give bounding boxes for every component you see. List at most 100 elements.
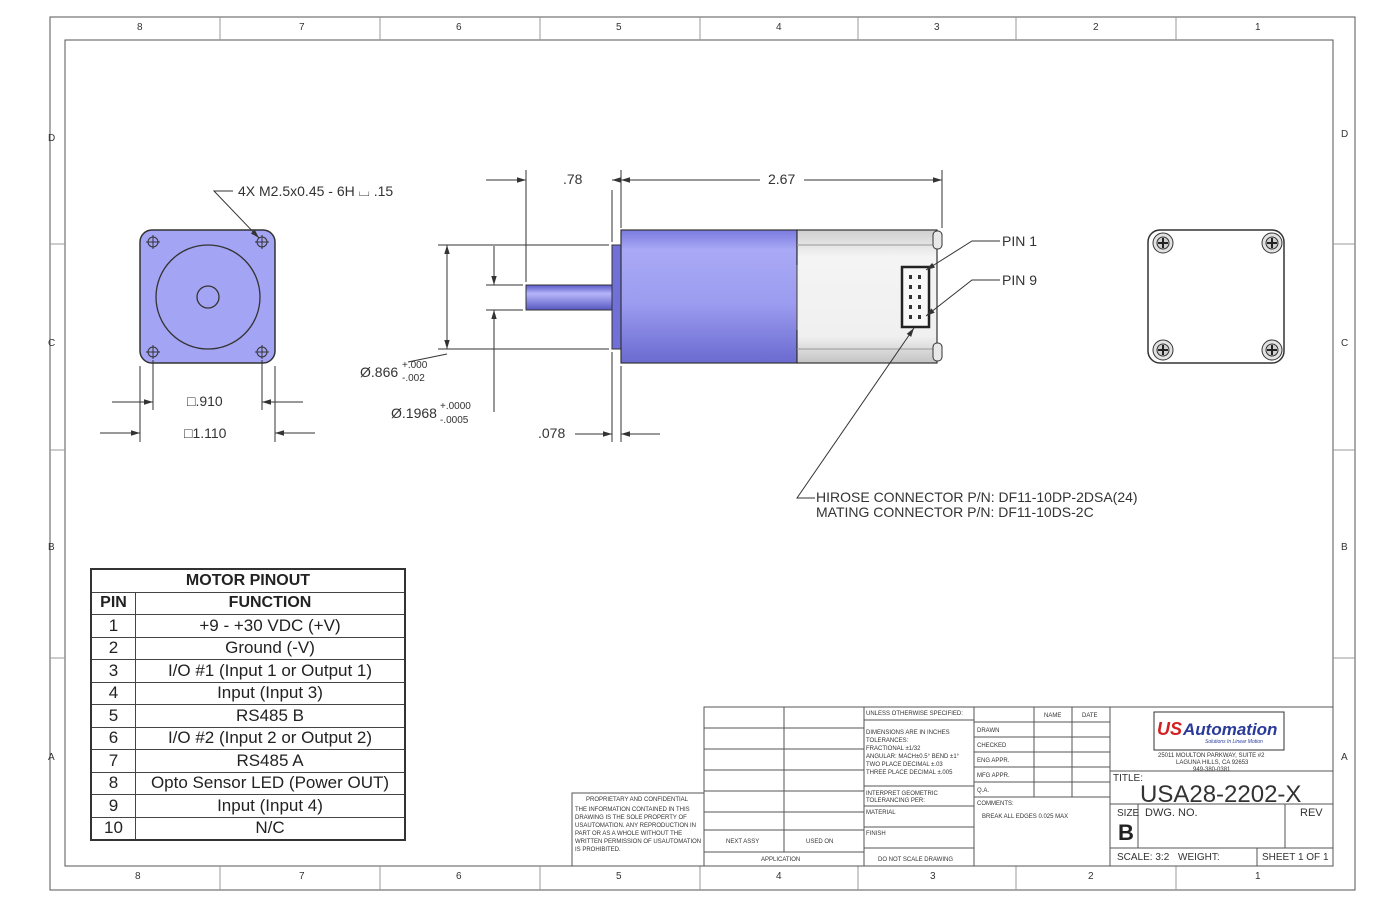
pin-function: Input (Input 3) [135, 681, 406, 705]
dim-outer-square: □1.110 [184, 425, 227, 441]
dim-inner-square: □.910 [187, 393, 223, 409]
pin-column-header: PIN [90, 591, 136, 615]
pin-number: 10 [90, 816, 136, 841]
screw-icon [1152, 232, 1174, 254]
pin-function: RS485 B [135, 704, 406, 728]
col-label: 1 [1255, 871, 1261, 882]
tolerancing-label: TOLERANCING PER: [866, 798, 925, 804]
dwg-no-label: DWG. NO. [1145, 807, 1198, 819]
pin-number: 2 [90, 636, 136, 660]
screw-icon [1152, 339, 1174, 361]
pin-function: RS485 A [135, 749, 406, 773]
name-column: NAME [1044, 713, 1061, 719]
dim-shaft-tol-minus: -.0005 [440, 415, 469, 426]
proprietary-line: WRITTEN PERMISSION OF USAUTOMATION [575, 839, 701, 845]
weight-label: WEIGHT: [1178, 852, 1220, 863]
row-label: A [48, 752, 55, 763]
sign-row: DRAWN [977, 728, 999, 734]
address-line: LAGUNA HILLS, CA 92653 [1176, 760, 1249, 766]
date-column: DATE [1082, 713, 1098, 719]
col-label: 1 [1255, 22, 1261, 33]
col-label: 4 [776, 22, 782, 33]
pin-function: +9 - +30 VDC (+V) [135, 614, 406, 638]
sign-row: CHECKED [977, 743, 1007, 749]
proprietary-heading: PROPRIETARY AND CONFIDENTIAL [586, 797, 689, 803]
row-label: C [1341, 338, 1348, 349]
proprietary-line: DRAWING IS THE SOLE PROPERTY OF [575, 815, 687, 821]
col-label: 7 [299, 22, 305, 33]
logo-automation: Automation [1182, 720, 1277, 739]
dim-pilot-diameter: Ø.866 [360, 364, 398, 380]
side-view: PIN 1 PIN 9 HIROSE CONNECTOR P/N: DF11-1… [360, 170, 1138, 520]
drawing-title: USA28-2202-X [1140, 781, 1301, 808]
dim-pilot-tol-plus: +.000 [402, 360, 428, 371]
row-label: D [1341, 129, 1348, 140]
proprietary-line: THE INFORMATION CONTAINED IN THIS [575, 807, 690, 813]
interpret-label: INTERPRET GEOMETRIC [866, 791, 939, 797]
proprietary-line: IS PROHIBITED. [575, 847, 621, 853]
col-label: 7 [299, 871, 305, 882]
dim-body-length: 2.67 [768, 171, 795, 187]
unless-specified: UNLESS OTHERWISE SPECIFIED: [866, 711, 963, 717]
pin-number: 5 [90, 704, 136, 728]
row-label: D [48, 133, 55, 144]
col-label: 6 [456, 871, 462, 882]
company-logo: US Automation Solutions In Linear Motion [1153, 711, 1285, 751]
row-label: C [48, 338, 55, 349]
screw-icon [1261, 232, 1283, 254]
mating-connector-label: MATING CONNECTOR P/N: DF11-10DS-2C [816, 504, 1094, 520]
col-label: 3 [934, 22, 940, 33]
sign-row: MFG APPR. [977, 773, 1010, 779]
frame-labels: 8 7 6 5 4 3 2 1 8 7 6 5 4 3 2 1 D C B A … [48, 22, 1348, 882]
col-label: 6 [456, 22, 462, 33]
tol-line: THREE PLACE DECIMAL ±.005 [866, 770, 953, 776]
sheet-label: SHEET 1 OF 1 [1262, 852, 1329, 863]
pin-number: 9 [90, 794, 136, 818]
pin-function: N/C [135, 816, 406, 841]
dim-shaft-diameter: Ø.1968 [391, 405, 437, 421]
pin-number: 4 [90, 681, 136, 705]
title-block-text: PROPRIETARY AND CONFIDENTIAL THE INFORMA… [575, 711, 1329, 863]
comments-label: COMMENTS: [977, 801, 1014, 807]
row-label: A [1341, 752, 1348, 763]
pin-number: 7 [90, 749, 136, 773]
pin-number: 6 [90, 726, 136, 750]
sign-row: ENG APPR. [977, 758, 1010, 764]
dim-pilot-tol-minus: -.002 [402, 373, 425, 384]
tol-line: FRACTIONAL ±1/32 [866, 746, 921, 752]
tol-line: TOLERANCES: [866, 738, 909, 744]
next-assy-label: NEXT ASSY [726, 839, 759, 845]
tol-line: ANGULAR: MACH±0.5° BEND ±1° [866, 754, 960, 760]
row-label: B [48, 542, 55, 553]
front-view: 4X M2.5x0.45 - 6H ⌴ .15 □.910 □1.110 [100, 183, 393, 442]
sign-row: Q.A. [977, 788, 989, 794]
pin-function: Ground (-V) [135, 636, 406, 660]
function-column-header: FUNCTION [135, 591, 406, 615]
col-label: 8 [135, 871, 141, 882]
hole-callout: 4X M2.5x0.45 - 6H ⌴ .15 [238, 183, 393, 199]
do-not-scale-label: DO NOT SCALE DRAWING [878, 857, 953, 863]
logo-tagline: Solutions In Linear Motion [1205, 739, 1263, 745]
pin-function: Opto Sensor LED (Power OUT) [135, 771, 406, 795]
proprietary-line: USAUTOMATION. ANY REPRODUCTION IN [575, 823, 696, 829]
address-line: 949-380-0381 [1193, 767, 1231, 773]
pin-function: I/O #2 (Input 2 or Output 2) [135, 726, 406, 750]
rev-label: REV [1300, 807, 1323, 819]
application-label: APPLICATION [761, 857, 800, 863]
scale-label: SCALE: 3:2 [1117, 852, 1170, 863]
proprietary-line: PART OR AS A WHOLE WITHOUT THE [575, 831, 682, 837]
col-label: 8 [137, 22, 143, 33]
finish-label: FINISH [866, 831, 886, 837]
row-label: B [1341, 542, 1348, 553]
logo-us: US [1157, 719, 1182, 739]
table-row: 1+9 - +30 VDC (+V) [90, 614, 406, 638]
screw-icon [1261, 339, 1283, 361]
pin-number: 3 [90, 659, 136, 683]
